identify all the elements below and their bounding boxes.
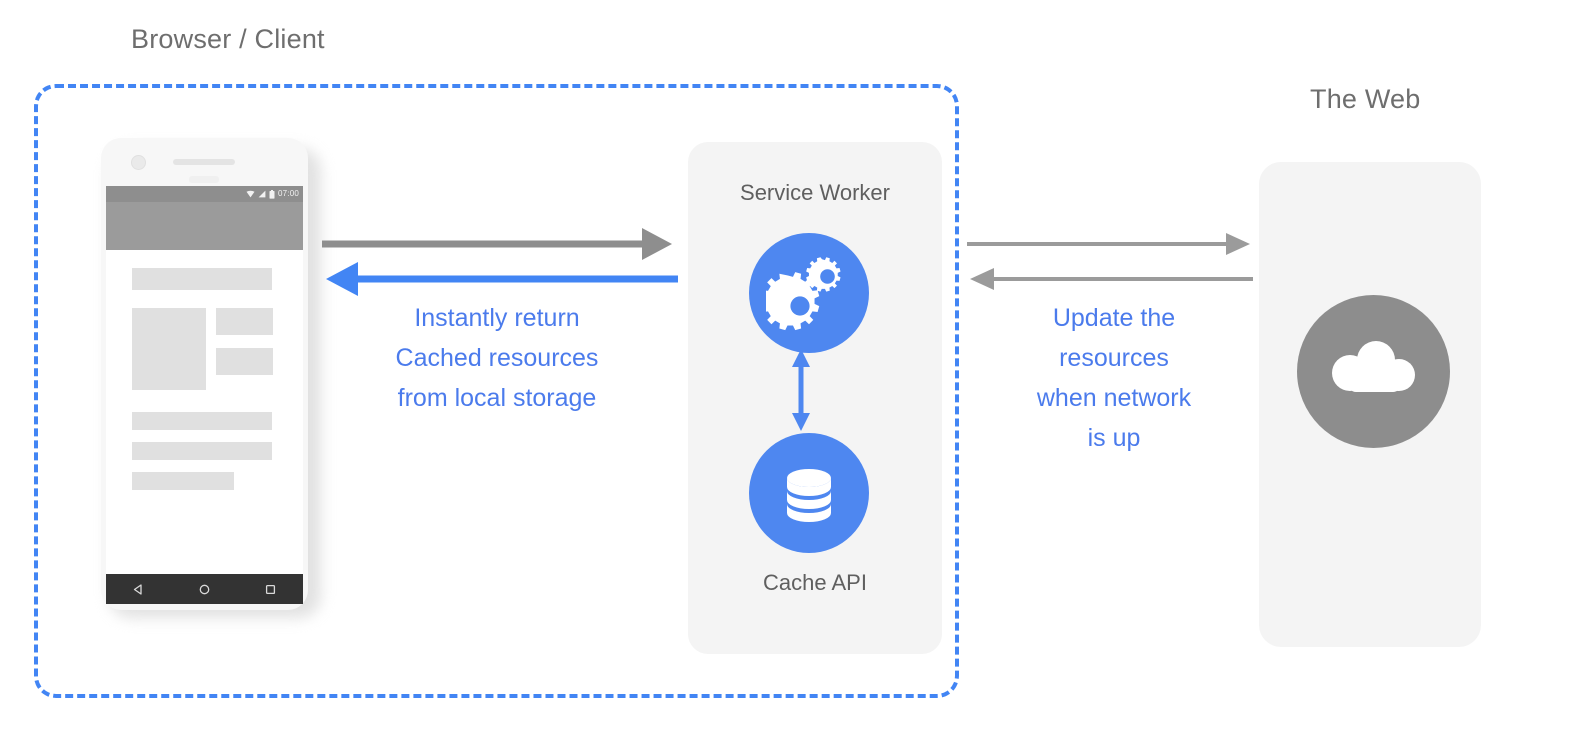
service-worker-panel <box>688 142 942 654</box>
phone-body: 07:00 <box>101 138 308 610</box>
content-block <box>132 268 272 290</box>
browser-client-boundary <box>34 84 959 698</box>
cloud-icon-glyph <box>1331 340 1415 392</box>
web-to-sw-response-arrow <box>970 268 1253 290</box>
content-block <box>132 442 272 460</box>
network-update-caption: Update the resources when network is up <box>1036 304 1192 452</box>
phone-earpiece <box>173 159 235 165</box>
service-worker-web-arrows <box>967 233 1253 290</box>
phone-mockup: 07:00 <box>101 138 323 620</box>
content-block <box>132 412 272 430</box>
sw-to-web-request-arrow <box>967 233 1250 255</box>
browser-client-label: Browser / Client <box>131 24 325 54</box>
content-block <box>216 348 273 375</box>
recents-square-icon[interactable] <box>264 583 277 596</box>
phone-camera-icon <box>131 155 146 170</box>
sw-to-phone-cached-response-arrow <box>326 262 678 296</box>
content-block <box>132 308 206 390</box>
cache-api-title: Cache API <box>763 570 867 595</box>
back-triangle-icon[interactable] <box>132 583 145 596</box>
phone-navigation-bar <box>106 574 303 604</box>
database-icon-glyph <box>787 469 831 522</box>
status-bar-time: 07:00 <box>277 189 299 198</box>
gears-icon[interactable] <box>749 233 869 353</box>
phone-content-placeholders <box>106 250 303 574</box>
sw-cache-bidirectional-arrow <box>792 349 810 431</box>
phone-screen: 07:00 <box>106 186 303 574</box>
battery-icon <box>269 189 275 199</box>
wifi-icon <box>246 190 255 198</box>
gears-icon-glyph <box>766 257 841 331</box>
home-circle-icon[interactable] <box>198 583 211 596</box>
database-icon[interactable] <box>749 433 869 553</box>
content-block <box>132 472 234 490</box>
service-worker-title: Service Worker <box>740 180 890 205</box>
cached-response-caption: Instantly return Cached resources from l… <box>395 304 599 412</box>
phone-app-bar <box>106 202 303 250</box>
phone-status-bar: 07:00 <box>106 186 303 202</box>
signal-icon <box>258 190 266 198</box>
cloud-icon[interactable] <box>1297 295 1450 448</box>
phone-service-worker-arrows <box>322 228 678 296</box>
content-block <box>216 308 273 335</box>
phone-to-sw-request-arrow <box>322 228 672 260</box>
the-web-label: The Web <box>1310 84 1421 114</box>
phone-sensor <box>189 176 219 183</box>
